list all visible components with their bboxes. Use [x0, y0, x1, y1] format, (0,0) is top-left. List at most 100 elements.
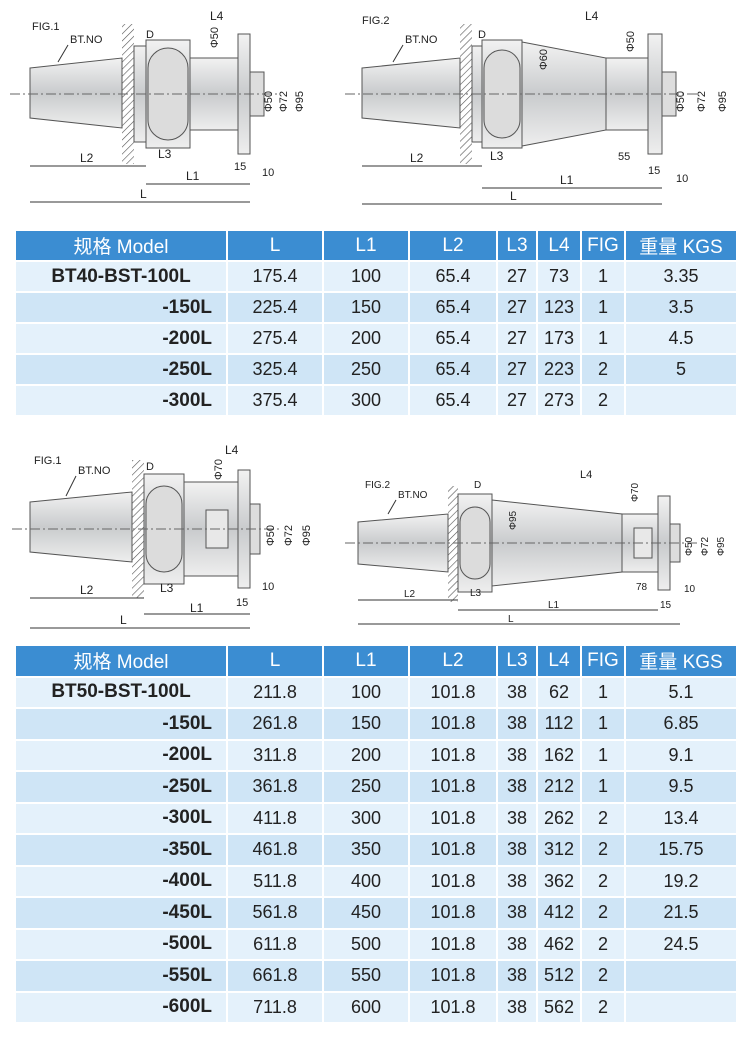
col-weight: 重量 KGS — [624, 229, 738, 262]
col-fig: FIG — [580, 644, 626, 678]
cell-l1: 100 — [322, 260, 410, 293]
cell-l1: 300 — [322, 384, 410, 417]
cell-fig: 1 — [580, 291, 626, 324]
cell-weight — [624, 384, 738, 417]
cell-l2: 101.8 — [408, 801, 498, 835]
dim-15: 15 — [234, 161, 246, 173]
col-l2: L2 — [408, 644, 498, 678]
cell-l1: 350 — [322, 833, 410, 867]
dim-l: L — [510, 189, 517, 203]
cell-weight — [624, 990, 738, 1024]
fig-label: FIG.1 — [34, 455, 62, 467]
dim-d: D — [146, 29, 154, 41]
dim-phi72: Φ72 — [696, 91, 708, 112]
cell-l4: 312 — [536, 833, 582, 867]
cell-l2: 101.8 — [408, 927, 498, 961]
dim-l2: L2 — [404, 589, 416, 600]
cell-weight: 9.1 — [624, 738, 738, 772]
dim-phi50: Φ50 — [265, 525, 277, 546]
dim-l3: L3 — [490, 149, 504, 163]
cell-weight: 5.1 — [624, 675, 738, 709]
dim-l: L — [120, 613, 127, 627]
dim-15: 15 — [660, 600, 672, 611]
dim-phi95: Φ95 — [294, 91, 306, 112]
cell-l: 211.8 — [226, 675, 324, 709]
cell-l2: 101.8 — [408, 959, 498, 993]
cell-model: -250L — [14, 353, 228, 386]
dim-78: 78 — [636, 582, 648, 593]
cell-l: 711.8 — [226, 990, 324, 1024]
cell-model: -300L — [14, 384, 228, 417]
cell-l3: 38 — [496, 896, 538, 930]
dim-phi-top: Φ70 — [630, 482, 641, 502]
cell-l3: 38 — [496, 990, 538, 1024]
cell-l1: 200 — [322, 322, 410, 355]
cell-l3: 38 — [496, 864, 538, 898]
cell-weight: 3.35 — [624, 260, 738, 293]
bt50-spec-table: 规格 Model L L1 L2 L3 L4 FIG 重量 KGS BT50-B… — [14, 644, 738, 1024]
cell-weight — [624, 959, 738, 993]
cell-l4: 562 — [536, 990, 582, 1024]
cell-l4: 212 — [536, 770, 582, 804]
cell-l1: 400 — [322, 864, 410, 898]
cell-model: BT50-BST-100L — [14, 675, 228, 709]
cell-l2: 101.8 — [408, 770, 498, 804]
dim-phi72: Φ72 — [278, 91, 290, 112]
dim-l: L — [140, 187, 147, 201]
btno-label: BT.NO — [405, 34, 438, 46]
col-l4: L4 — [536, 229, 582, 262]
cell-weight: 15.75 — [624, 833, 738, 867]
cell-fig: 2 — [580, 384, 626, 417]
cell-l: 275.4 — [226, 322, 324, 355]
cell-model: BT40-BST-100L — [14, 260, 228, 293]
cell-l4: 262 — [536, 801, 582, 835]
dim-l4: L4 — [585, 9, 599, 23]
cell-weight: 24.5 — [624, 927, 738, 961]
dim-l2: L2 — [410, 151, 424, 165]
cell-model: -550L — [14, 959, 228, 993]
cell-l2: 101.8 — [408, 738, 498, 772]
dim-phi-top: Φ50 — [209, 27, 221, 48]
bt50-drawings: FIG.1 BT.NO L4 D Φ70 Φ50 Φ72 Φ95 L2 L3 L… — [0, 430, 750, 640]
col-model: 规格 Model — [14, 229, 228, 262]
cell-model: -200L — [14, 322, 228, 355]
bt50-fig1: FIG.1 BT.NO L4 D Φ70 Φ50 Φ72 Φ95 L2 L3 L… — [12, 443, 313, 629]
cell-l: 225.4 — [226, 291, 324, 324]
cell-l3: 38 — [496, 707, 538, 741]
btno-label: BT.NO — [70, 34, 103, 46]
dim-l3: L3 — [158, 147, 172, 161]
cell-l4: 112 — [536, 707, 582, 741]
cell-l3: 27 — [496, 291, 538, 324]
dim-10: 10 — [676, 173, 688, 185]
cell-l3: 38 — [496, 770, 538, 804]
cell-l3: 27 — [496, 322, 538, 355]
cell-l1: 150 — [322, 291, 410, 324]
cell-l4: 173 — [536, 322, 582, 355]
bt40-drawing-svg: FIG.1 BT.NO L4 D Φ50 Φ50 Φ72 Φ95 L2 L3 L… — [10, 9, 729, 205]
cell-l1: 200 — [322, 738, 410, 772]
dim-d: D — [474, 480, 481, 491]
cell-fig: 1 — [580, 675, 626, 709]
cell-l3: 27 — [496, 353, 538, 386]
dim-phi95: Φ95 — [301, 525, 313, 546]
dim-l2: L2 — [80, 583, 94, 597]
bt40-fig2: FIG.2 BT.NO L4 D Φ60 Φ50 Φ50 Φ72 Φ95 L2 … — [345, 9, 729, 205]
cell-l2: 65.4 — [408, 322, 498, 355]
table-header-row: 规格 Model L L1 L2 L3 L4 FIG 重量 KGS — [14, 644, 738, 678]
dim-phi50: Φ50 — [684, 536, 695, 556]
dim-l1: L1 — [548, 600, 560, 611]
cell-l1: 500 — [322, 927, 410, 961]
cell-fig: 2 — [580, 896, 626, 930]
col-l4: L4 — [536, 644, 582, 678]
cell-weight: 3.5 — [624, 291, 738, 324]
cell-l1: 550 — [322, 959, 410, 993]
cell-fig: 2 — [580, 353, 626, 386]
cell-fig: 1 — [580, 260, 626, 293]
cell-fig: 1 — [580, 707, 626, 741]
